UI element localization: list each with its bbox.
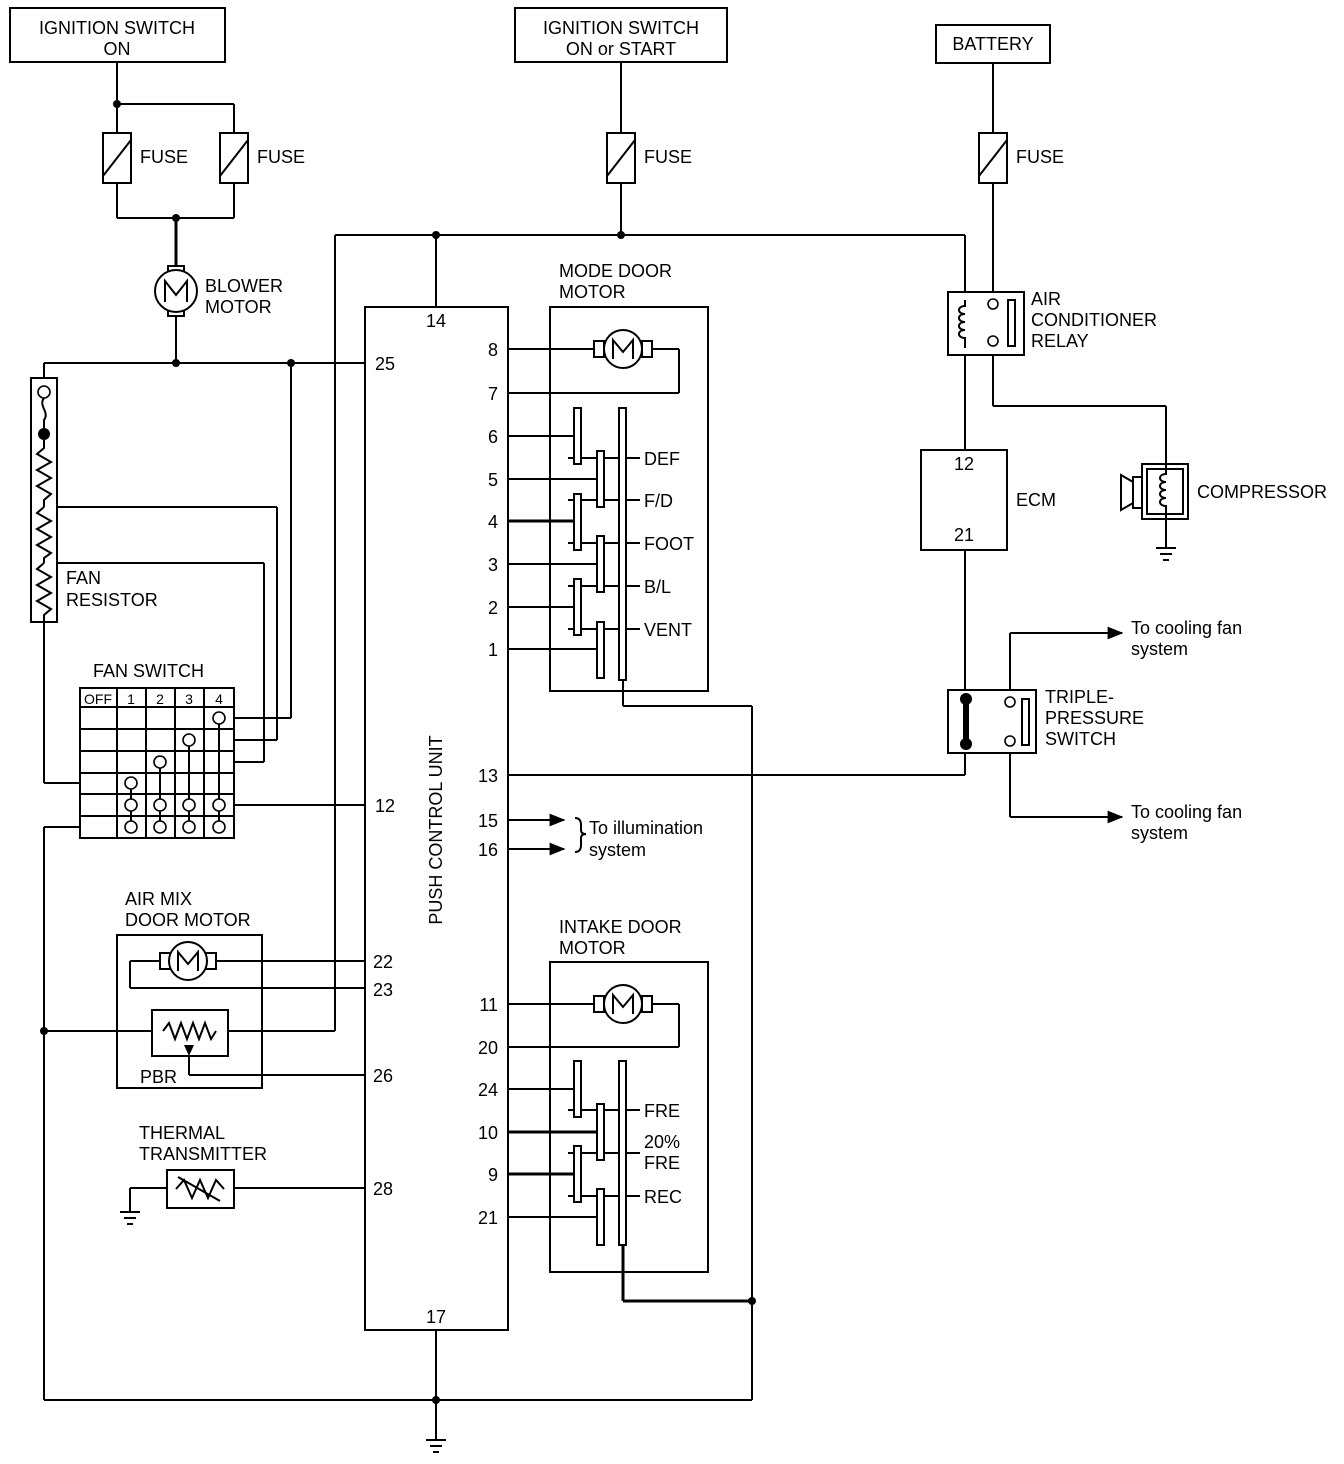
intake-door-title-2: MOTOR [559, 938, 626, 958]
ac-relay-label-1: AIR [1031, 289, 1061, 309]
mode-def-label: DEF [644, 449, 680, 469]
fuse-label-4: FUSE [1016, 147, 1064, 167]
pcu-pin-22: 22 [373, 952, 393, 972]
triple-pressure-switch-symbol [947, 689, 1037, 754]
mode-foot-label: FOOT [644, 534, 694, 554]
pcu-pin-6: 6 [488, 427, 498, 447]
compressor-label: COMPRESSOR [1197, 482, 1327, 502]
illumination-brace [574, 817, 587, 853]
pcu-pin-13: 13 [478, 766, 498, 786]
pcu-pin-24: 24 [478, 1080, 498, 1100]
air-mix-door-motor-symbol [116, 934, 263, 1089]
mode-door-title-1: MODE DOOR [559, 261, 672, 281]
pcu-pin-21: 21 [478, 1208, 498, 1228]
fuse-label-3: FUSE [644, 147, 692, 167]
battery-box: BATTERY [935, 24, 1051, 64]
pcu-pin-1: 1 [488, 640, 498, 660]
air-mix-title-1: AIR MIX [125, 889, 192, 909]
fuse-label-1: FUSE [140, 147, 188, 167]
pcu-pin-28: 28 [373, 1179, 393, 1199]
pcu-pin-25: 25 [375, 354, 395, 374]
intake-20pct-fre-label: FRE [644, 1153, 680, 1173]
fan-switch-pos-off: OFF [84, 691, 112, 707]
illumination-label-1: To illumination [589, 818, 703, 838]
pcu-pin-4: 4 [488, 512, 498, 532]
pcu-pin-9: 9 [488, 1165, 498, 1185]
mode-bl-label: B/L [644, 577, 671, 597]
ignition-on-label-2: ON [104, 39, 131, 59]
air-mix-title-2: DOOR MOTOR [125, 910, 251, 930]
pcu-pin-2: 2 [488, 598, 498, 618]
pcu-title: PUSH CONTROL UNIT [426, 735, 446, 924]
pcu-pin-16: 16 [478, 840, 498, 860]
triple-switch-label-1: TRIPLE- [1045, 687, 1114, 707]
intake-fre-label: FRE [644, 1101, 680, 1121]
pcu-pin-23: 23 [373, 980, 393, 1000]
intake-rec-label: REC [644, 1187, 682, 1207]
ignition-switch-on-start-box: IGNITION SWITCH ON or START [514, 7, 728, 63]
pcu-pin-20: 20 [478, 1038, 498, 1058]
fan-switch-pos-3: 3 [185, 691, 193, 707]
ignition-on-start-label-1: IGNITION SWITCH [543, 18, 699, 38]
ecm-box [920, 449, 1008, 551]
fuse-symbols [102, 132, 1008, 184]
thermal-transmitter-symbol [166, 1169, 235, 1209]
illumination-label-2: system [589, 840, 646, 860]
cooling-fan-label-bottom-2: system [1131, 823, 1188, 843]
ac-relay-label-3: RELAY [1031, 331, 1089, 351]
pcu-pin-5: 5 [488, 470, 498, 490]
ecm-label: ECM [1016, 490, 1056, 510]
pcu-pin-7: 7 [488, 384, 498, 404]
mode-door-motor-symbol [549, 306, 709, 692]
cooling-fan-label-top-2: system [1131, 639, 1188, 659]
ground-symbols [120, 547, 1176, 1453]
pbr-label: PBR [140, 1067, 177, 1087]
blower-motor-label-1: BLOWER [205, 276, 283, 296]
mode-door-title-2: MOTOR [559, 282, 626, 302]
fan-switch-pos-1: 1 [127, 691, 135, 707]
pcu-pin-15: 15 [478, 811, 498, 831]
fan-resistor-symbol [30, 377, 58, 623]
ac-relay-symbol [947, 291, 1025, 356]
pcu-pin-26: 26 [373, 1066, 393, 1086]
fan-switch-grid [79, 687, 235, 839]
pcu-pin-14: 14 [426, 311, 446, 331]
ignition-switch-on-box: IGNITION SWITCH ON [9, 7, 226, 63]
mode-fd-label: F/D [644, 491, 673, 511]
pcu-pin-3: 3 [488, 555, 498, 575]
cooling-fan-label-bottom-1: To cooling fan [1131, 802, 1242, 822]
battery-label: BATTERY [952, 34, 1033, 54]
ecm-pin-21: 21 [954, 525, 974, 545]
triple-switch-label-2: PRESSURE [1045, 708, 1144, 728]
thermal-label-1: THERMAL [139, 1123, 225, 1143]
pcu-pin-12: 12 [375, 796, 395, 816]
push-control-unit [364, 306, 509, 1331]
cooling-fan-label-top-1: To cooling fan [1131, 618, 1242, 638]
fuse-label-2: FUSE [257, 147, 305, 167]
ecm-pin-12: 12 [954, 454, 974, 474]
intake-door-title-1: INTAKE DOOR [559, 917, 682, 937]
ignition-on-label-1: IGNITION SWITCH [39, 18, 195, 38]
intake-20pct-label: 20% [644, 1132, 680, 1152]
pcu-pin-8: 8 [488, 340, 498, 360]
intake-door-motor-symbol [549, 961, 709, 1273]
ignition-on-start-label-2: ON or START [566, 39, 676, 59]
blower-motor-label-2: MOTOR [205, 297, 272, 317]
pcu-pin-17: 17 [426, 1307, 446, 1327]
fan-switch-pos-4: 4 [215, 691, 223, 707]
fan-switch-title: FAN SWITCH [93, 661, 204, 681]
pcu-pin-10: 10 [478, 1123, 498, 1143]
triple-switch-label-3: SWITCH [1045, 729, 1116, 749]
blower-motor-symbol [154, 265, 198, 317]
thermal-label-2: TRANSMITTER [139, 1144, 267, 1164]
fan-switch-pos-2: 2 [156, 691, 164, 707]
fan-resistor-label-1: FAN [66, 568, 101, 588]
fan-resistor-label-2: RESISTOR [66, 590, 158, 610]
pcu-pin-11: 11 [479, 995, 498, 1015]
compressor-symbol [1120, 463, 1189, 520]
ac-relay-label-2: CONDITIONER [1031, 310, 1157, 330]
mode-vent-label: VENT [644, 620, 692, 640]
